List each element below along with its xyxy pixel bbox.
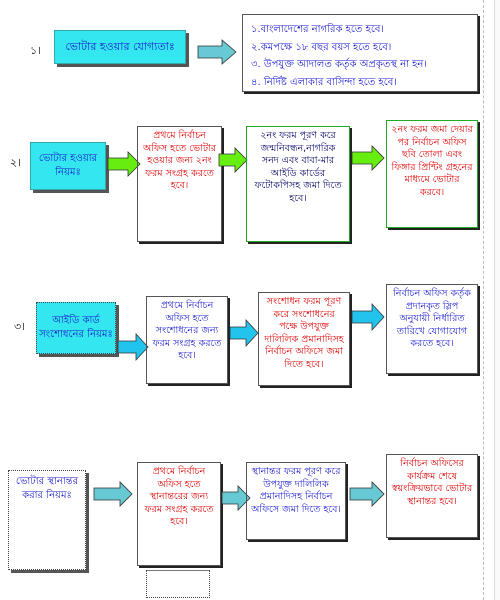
row-3-step-3-text: নির্বাচন অফিস কর্তৃক প্রদানকৃত স্লিপ অনু… (393, 288, 471, 349)
row-2-step-1: প্রথমে নির্বাচন অফিস হতে ভোটার হওয়ার জন… (137, 126, 222, 242)
row-1-label-box: ভোটার হওয়ার যোগ্যতাঃ (54, 30, 186, 64)
row-1-arrow (197, 39, 237, 65)
row-3-arrow-1 (117, 332, 149, 362)
row-2-number: ২। (10, 156, 22, 169)
row-2-arrow-3 (351, 145, 385, 171)
scrollbar-strip (494, 0, 500, 600)
row-1-label: ভোটার হওয়ার যোগ্যতাঃ (65, 40, 175, 53)
row-2-arrow-2 (218, 147, 248, 173)
row-4-arrow-2 (221, 485, 251, 511)
row-3-arrow-2 (229, 318, 259, 348)
page-margin-line (483, 0, 484, 600)
row-1-number: ১। (30, 44, 42, 57)
row-3-step-2: সংশোধন ফরম পূরণ করে সংশোধনের পক্ষে উপযুক… (258, 292, 350, 386)
row-4-step-2: স্থানান্তর ফরম পূরণ করে উপযুক্ত দালিলিক … (246, 462, 346, 540)
row-3-number: ৩। (14, 320, 26, 333)
row-3-step-2-text: সংশোধন ফরম পূরণ করে সংশোধনের পক্ষে উপযুক… (264, 296, 344, 370)
row-2-label: ভোটার হওয়ার নিয়মঃ (38, 153, 98, 178)
row-4-step-1-text: প্রথমে নির্বাচন অফিস হতে স্থানান্তরের জন… (144, 466, 214, 527)
row-2-step-3: ২নং ফরম জমা দেয়ার পর নির্বাচন অফিস ছবি … (386, 120, 478, 228)
row-2-step-3-text: ২নং ফরম জমা দেয়ার পর নির্বাচন অফিস ছবি … (391, 124, 473, 198)
requirement-2: ২.কমপক্ষে ১৮ বছর বয়স হতে হবে। (251, 41, 392, 53)
row-2-label-box: ভোটার হওয়ার নিয়মঃ (30, 142, 106, 190)
row-4-step-2-text: স্থানান্তর ফরম পূরণ করে উপযুক্ত দালিলিক … (251, 466, 341, 515)
row-4-step-1-overflow-box (146, 570, 210, 598)
row-2-step-2-text: ২নং ফরম পূরণ করে জন্মনিবন্ধন,নাগরিক সনদ … (254, 130, 342, 204)
requirement-3: ৩. উপযুক্ত আদালত কর্তৃক অপ্রকৃতস্থ না হন… (251, 59, 427, 70)
row-2-step-2: ২নং ফরম পূরণ করে জন্মনিবন্ধন,নাগরিক সনদ … (246, 126, 350, 242)
row-3-label: আইডি কার্ড সংশোধনের নিয়মঃ (39, 315, 113, 340)
row-4-step-3: নির্বাচন অফিসের কার্যক্রম শেষে স্বয়ংক্র… (386, 454, 478, 538)
row-3-label-box: আইডি কার্ড সংশোধনের নিয়মঃ (36, 302, 116, 354)
row-2-step-1-text: প্রথমে নির্বাচন অফিস হতে ভোটার হওয়ার জন… (143, 130, 216, 191)
row-4-label-box: ভোটার স্থানান্তর করার নিয়মঃ (8, 470, 86, 570)
row-4-arrow-1 (93, 481, 133, 507)
row-4-step-3-text: নির্বাচন অফিসের কার্যক্রম শেষে স্বয়ংক্র… (391, 458, 473, 507)
requirement-4: ৪. নির্দিষ্ট এলাকার বাসিন্দা হতে হবে। (251, 76, 397, 88)
row-3-step-3: নির্বাচন অফিস কর্তৃক প্রদানকৃত স্লিপ অনু… (386, 284, 478, 374)
row-3-step-1-text: প্রথমে নির্বাচন অফিস হতে সংশোধনের জন্য ফ… (152, 300, 222, 361)
row-2-arrow-1 (107, 151, 141, 177)
row-4-step-1: প্রথমে নির্বাচন অফিস হতে স্থানান্তরের জন… (137, 462, 221, 566)
row-3-arrow-3 (351, 302, 385, 332)
row-4-arrow-3 (349, 481, 385, 507)
row-3-step-1: প্রথমে নির্বাচন অফিস হতে সংশোধনের জন্য ফ… (146, 296, 228, 384)
row-1-requirements: ১.বাংলাদেশের নাগরিক হতে হবে। ২.কমপক্ষে ১… (242, 14, 478, 92)
requirement-1: ১.বাংলাদেশের নাগরিক হতে হবে। (251, 24, 385, 35)
row-4-label: ভোটার স্থানান্তর করার নিয়মঃ (15, 476, 79, 501)
